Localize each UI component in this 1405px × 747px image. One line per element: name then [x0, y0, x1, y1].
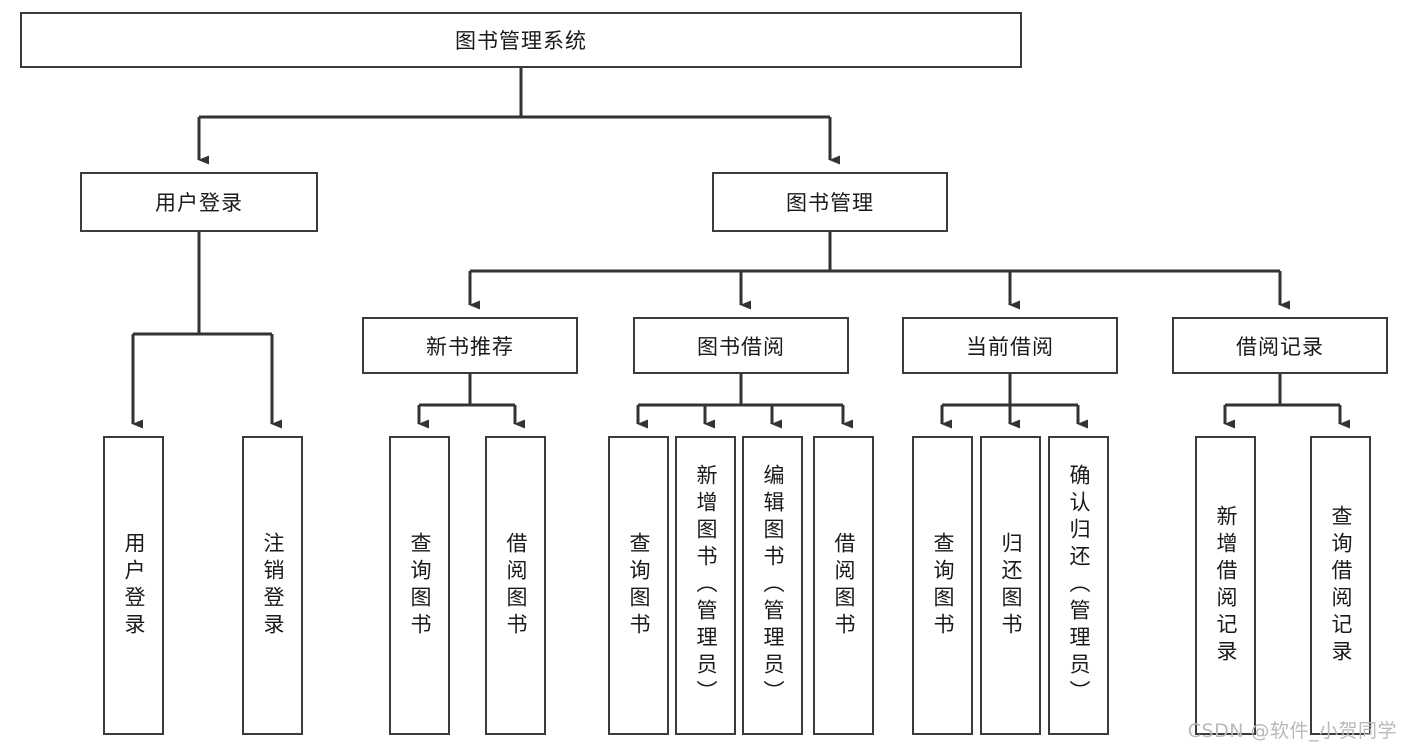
node-book-borrow[interactable]: 图书借阅: [633, 317, 849, 374]
node-leaf-edit-book-label: 编辑图书（管理员）: [761, 464, 785, 707]
node-leaf-query-book-borrow[interactable]: 查询图书: [608, 436, 669, 735]
node-new-book-recommend[interactable]: 新书推荐: [362, 317, 578, 374]
edge-current-borrow-to-leaves: [940, 374, 1088, 429]
node-leaf-borrow-book-recommend-label: 借阅图书: [504, 531, 528, 640]
watermark: CSDN @软件_小贺同学: [1187, 720, 1397, 742]
node-leaf-add-borrow-record-label: 新增借阅记录: [1214, 504, 1238, 667]
node-borrow-record-label: 借阅记录: [1236, 334, 1324, 359]
node-leaf-query-borrow-record-label: 查询借阅记录: [1329, 504, 1353, 667]
node-book-management[interactable]: 图书管理: [712, 172, 948, 232]
node-leaf-query-book-current[interactable]: 查询图书: [912, 436, 973, 735]
node-leaf-query-book-recommend-label: 查询图书: [408, 531, 432, 640]
node-book-management-label: 图书管理: [786, 191, 874, 215]
node-leaf-borrow-book-label: 借阅图书: [832, 531, 856, 640]
node-leaf-query-book-current-label: 查询图书: [931, 531, 955, 640]
node-leaf-add-book-label: 新增图书（管理员）: [694, 464, 718, 707]
node-leaf-borrow-book[interactable]: 借阅图书: [813, 436, 874, 735]
node-leaf-query-book-borrow-label: 查询图书: [627, 531, 651, 640]
node-root[interactable]: 图书管理系统: [20, 12, 1022, 68]
node-leaf-logout[interactable]: 注销登录: [242, 436, 303, 735]
node-leaf-query-book-recommend[interactable]: 查询图书: [389, 436, 450, 735]
node-leaf-logout-label: 注销登录: [261, 531, 285, 640]
node-leaf-borrow-book-recommend[interactable]: 借阅图书: [485, 436, 546, 735]
edge-book-management-to-level3: [468, 232, 1290, 310]
node-new-book-recommend-label: 新书推荐: [426, 334, 514, 359]
node-book-borrow-label: 图书借阅: [697, 334, 785, 359]
node-root-label: 图书管理系统: [455, 29, 587, 53]
node-leaf-return-book-label: 归还图书: [999, 531, 1023, 640]
node-leaf-return-book[interactable]: 归还图书: [980, 436, 1041, 735]
node-leaf-confirm-return[interactable]: 确认归还（管理员）: [1048, 436, 1109, 735]
node-user-login-label: 用户登录: [155, 191, 243, 215]
edge-new-book-recommend-to-leaves: [417, 374, 525, 429]
node-leaf-add-borrow-record[interactable]: 新增借阅记录: [1195, 436, 1256, 735]
node-current-borrow-label: 当前借阅: [966, 334, 1054, 359]
node-leaf-query-borrow-record[interactable]: 查询借阅记录: [1310, 436, 1371, 735]
edge-root-to-level2: [197, 68, 840, 165]
node-leaf-user-login-label: 用户登录: [122, 531, 146, 640]
node-leaf-confirm-return-label: 确认归还（管理员）: [1067, 464, 1091, 707]
node-leaf-edit-book[interactable]: 编辑图书（管理员）: [742, 436, 803, 735]
node-leaf-add-book[interactable]: 新增图书（管理员）: [675, 436, 736, 735]
edge-borrow-record-to-leaves: [1223, 374, 1350, 429]
node-leaf-user-login[interactable]: 用户登录: [103, 436, 164, 735]
edge-user-login-to-leaves: [131, 232, 282, 429]
node-user-login[interactable]: 用户登录: [80, 172, 318, 232]
edge-book-borrow-to-leaves: [636, 374, 853, 429]
node-borrow-record[interactable]: 借阅记录: [1172, 317, 1388, 374]
node-current-borrow[interactable]: 当前借阅: [902, 317, 1118, 374]
